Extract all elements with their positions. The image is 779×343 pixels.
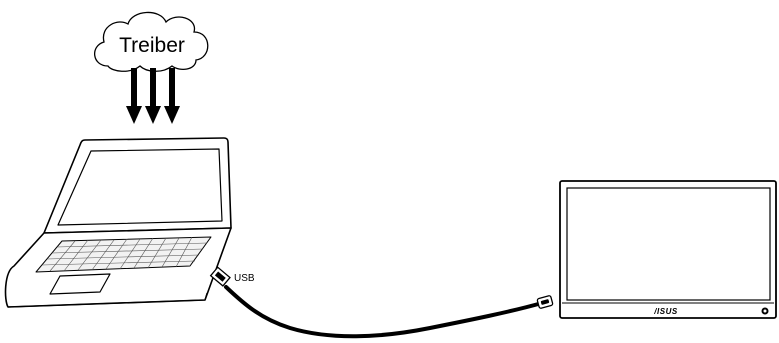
usb-cable: USB — [211, 267, 553, 336]
cloud-label: Treiber — [119, 34, 185, 57]
monitor-screen — [567, 188, 770, 300]
laptop-lid — [44, 138, 231, 233]
cloud-icon: Treiber — [95, 12, 208, 71]
download-arrow-icon — [164, 68, 180, 124]
laptop-icon — [6, 138, 231, 307]
download-arrow-icon — [126, 68, 142, 124]
portable-monitor-icon: /ISUS — [560, 181, 776, 318]
monitor-brand-logo: /ISUS — [653, 307, 678, 316]
download-arrows — [126, 68, 180, 124]
download-arrow-icon — [145, 68, 161, 124]
power-button-icon — [762, 308, 769, 315]
usb-c-plug-icon — [537, 295, 553, 308]
usb-label: USB — [234, 273, 255, 284]
